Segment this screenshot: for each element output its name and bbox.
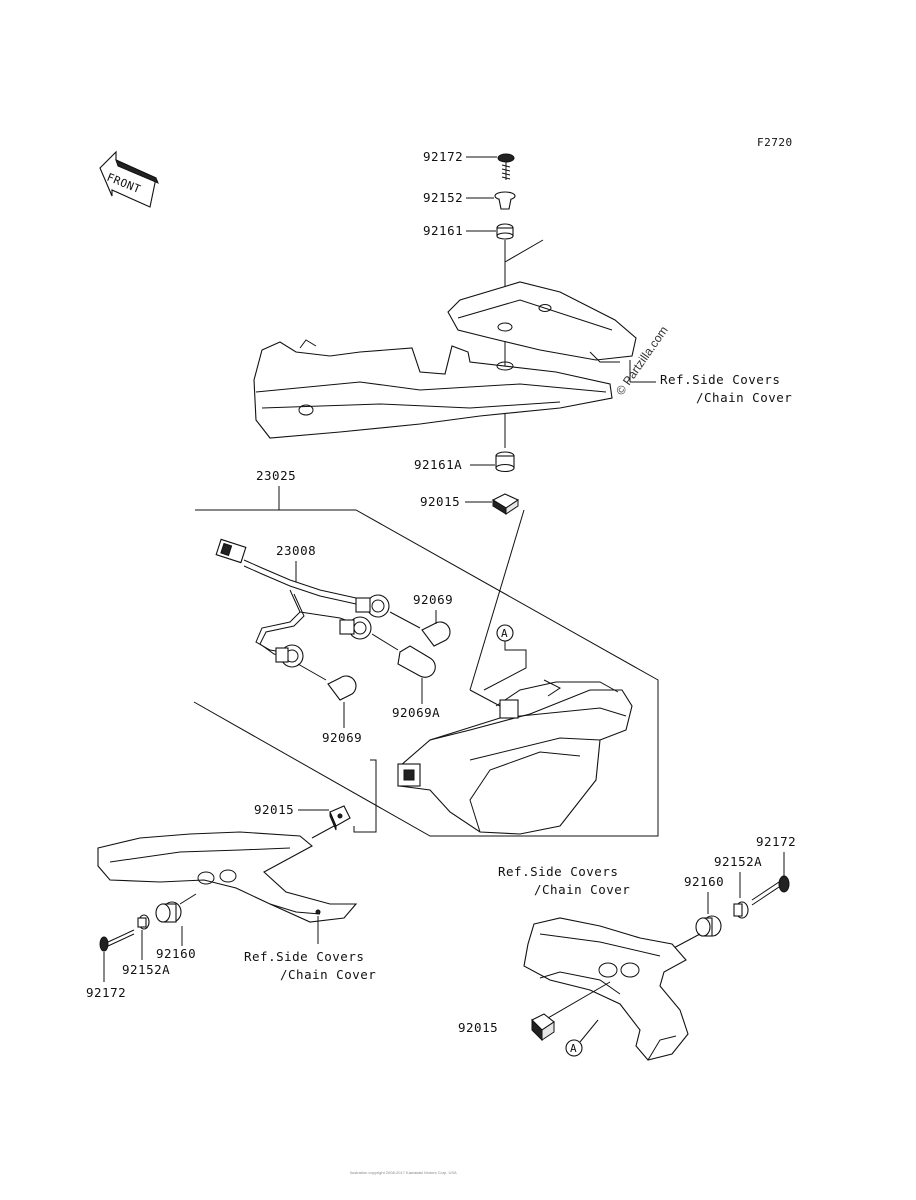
collar-left-icon <box>137 914 150 930</box>
label-screw-right: 92172 <box>756 834 796 849</box>
figure-code: F2720 <box>757 136 793 149</box>
damper-right-icon <box>695 915 722 937</box>
lower-left-side-cover <box>97 831 358 923</box>
upper-bracket <box>447 281 637 363</box>
screw-top-icon <box>497 153 515 180</box>
label-grommet-top: 92161 <box>423 223 463 238</box>
callout-a-lower: A <box>570 1042 577 1055</box>
label-socket-assy: 23008 <box>276 543 316 558</box>
ref-top-line2: /Chain Cover <box>696 390 792 405</box>
label-lamp-assy: 23025 <box>256 468 296 483</box>
lamp-assy-frame <box>193 509 659 837</box>
label-bulb-upper: 92069 <box>413 592 453 607</box>
label-collar-left: 92152A <box>122 962 170 977</box>
grommet-top-icon <box>496 223 514 240</box>
leader-upper-bracket <box>504 239 544 263</box>
nut-mid-icon <box>491 493 520 515</box>
callout-a-upper: A <box>501 627 508 640</box>
ref-right-line2: /Chain Cover <box>534 882 630 897</box>
nut-left-icon <box>329 805 351 831</box>
upper-side-cover <box>253 339 613 439</box>
front-arrow-icon: FRONT <box>99 150 159 208</box>
label-screw-left: 92172 <box>86 985 126 1000</box>
footer-text: Ilustration copyright 2008-2017 Kawasaki… <box>350 1170 457 1175</box>
screw-right-icon <box>751 875 790 906</box>
wire-harness <box>215 538 357 657</box>
label-collar-right: 92152A <box>714 854 762 869</box>
leader-nut-mid-path <box>469 509 525 691</box>
lower-right-side-cover <box>523 917 689 1061</box>
screw-left-icon <box>99 929 135 952</box>
bulb-upper-icon <box>421 621 451 647</box>
taillight-housing <box>397 679 633 835</box>
label-collar-top: 92152 <box>423 190 463 205</box>
bulb-lower-icon <box>327 675 357 701</box>
label-damper-left: 92160 <box>156 946 196 961</box>
bulb-socket-1 <box>355 594 390 618</box>
bulb-amber-icon <box>397 645 436 678</box>
ref-left-line1: Ref.Side Covers <box>244 949 364 964</box>
damper-left-icon <box>155 901 182 923</box>
grommet-mid-icon <box>495 451 515 473</box>
label-bulb-lower: 92069 <box>322 730 362 745</box>
label-screw-top: 92172 <box>423 149 463 164</box>
label-nut-left: 92015 <box>254 802 294 817</box>
nut-right-icon <box>531 1013 555 1042</box>
label-nut-right: 92015 <box>458 1020 498 1035</box>
label-bulb-amber: 92069A <box>392 705 440 720</box>
ref-top-line1: Ref.Side Covers <box>660 372 780 387</box>
collar-right-icon <box>733 901 749 919</box>
callout-a-lower-icon <box>565 1039 583 1057</box>
label-grommet-mid: 92161A <box>414 457 462 472</box>
collar-top-icon <box>494 191 516 210</box>
ref-left-line2: /Chain Cover <box>280 967 376 982</box>
ref-right-line1: Ref.Side Covers <box>498 864 618 879</box>
bulb-socket-2 <box>339 616 372 640</box>
label-nut-mid: 92015 <box>420 494 460 509</box>
bulb-socket-3 <box>275 644 304 668</box>
label-damper-right: 92160 <box>684 874 724 889</box>
